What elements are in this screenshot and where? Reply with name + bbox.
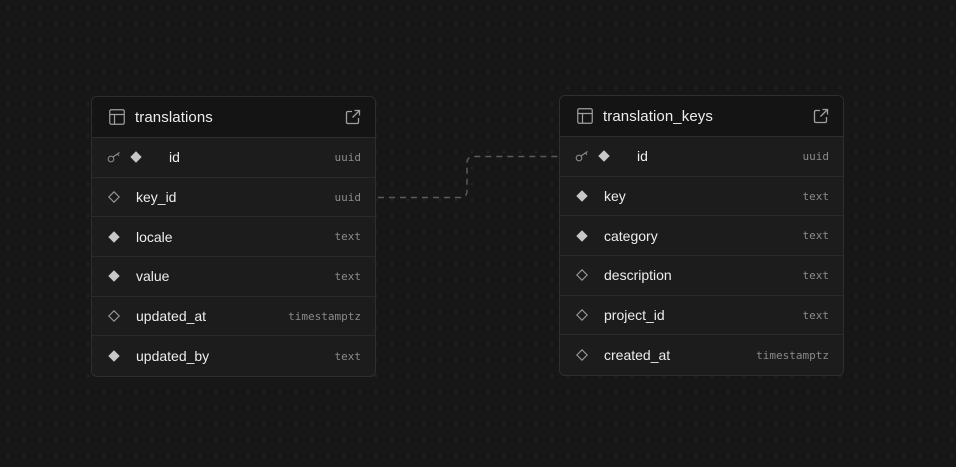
column-type: text	[802, 189, 830, 203]
non-nullable-diamond-icon	[129, 150, 143, 164]
column-name: key_id	[136, 189, 177, 206]
column-type: text	[802, 268, 830, 282]
column-type: text	[802, 308, 830, 322]
primary-key-icon	[575, 150, 591, 162]
column-type: text	[802, 229, 830, 243]
column-name: id	[169, 149, 180, 166]
column-row-locale[interactable]: locale text	[92, 217, 375, 258]
nullable-diamond-icon	[575, 308, 589, 322]
column-name: created_at	[604, 347, 671, 364]
column-row-id[interactable]: id uuid	[560, 137, 843, 177]
column-name: id	[637, 148, 648, 165]
column-name: locale	[136, 228, 173, 245]
column-type: text	[334, 230, 362, 244]
column-name: updated_at	[136, 308, 207, 325]
table-title: translations	[135, 108, 213, 126]
table-card-translation-keys[interactable]: translation_keys id uuid key text category te…	[559, 95, 844, 377]
column-type: text	[334, 349, 362, 363]
column-row-description[interactable]: description text	[560, 256, 843, 296]
column-name: key	[604, 188, 626, 205]
non-nullable-diamond-icon	[107, 230, 121, 244]
column-row-key-id[interactable]: key_id uuid	[92, 178, 375, 218]
external-link-icon[interactable]	[345, 109, 361, 125]
column-name: project_id	[604, 307, 665, 324]
relation-key-id-to-id	[378, 155, 559, 199]
column-row-updated-at[interactable]: updated_at timestamptz	[92, 297, 375, 337]
column-type: uuid	[334, 190, 362, 204]
column-name: value	[136, 268, 170, 285]
nullable-diamond-icon	[107, 309, 121, 323]
non-nullable-diamond-icon	[107, 349, 121, 363]
table-icon	[109, 109, 125, 125]
column-name: updated_by	[136, 348, 210, 365]
column-list: id uuid key text category text description text…	[560, 137, 843, 375]
non-nullable-diamond-icon	[575, 229, 589, 243]
column-type: timestamptz	[288, 309, 361, 323]
column-row-created-at[interactable]: created_at timestamptz	[560, 335, 843, 375]
column-row-category[interactable]: category text	[560, 216, 843, 257]
nullable-diamond-icon	[107, 190, 121, 204]
column-name: category	[604, 227, 658, 244]
table-title: translation_keys	[603, 107, 713, 125]
column-type: text	[334, 269, 362, 283]
non-nullable-diamond-icon	[597, 149, 611, 163]
table-icon	[577, 108, 593, 124]
external-link-icon[interactable]	[813, 108, 829, 124]
column-row-updated-by[interactable]: updated_by text	[92, 336, 375, 376]
column-type: uuid	[802, 149, 830, 163]
column-type: timestamptz	[756, 348, 829, 362]
column-row-value[interactable]: value text	[92, 257, 375, 297]
non-nullable-diamond-icon	[107, 269, 121, 283]
column-type: uuid	[334, 150, 362, 164]
nullable-diamond-icon	[575, 348, 589, 362]
non-nullable-diamond-icon	[575, 189, 589, 203]
table-header: translations	[92, 97, 375, 138]
nullable-diamond-icon	[575, 268, 589, 282]
table-header: translation_keys	[560, 96, 843, 137]
primary-key-icon	[107, 151, 123, 163]
column-name: description	[604, 267, 672, 284]
column-row-project-id[interactable]: project_id text	[560, 296, 843, 336]
column-row-id[interactable]: id uuid	[92, 138, 375, 178]
column-row-key[interactable]: key text	[560, 177, 843, 217]
